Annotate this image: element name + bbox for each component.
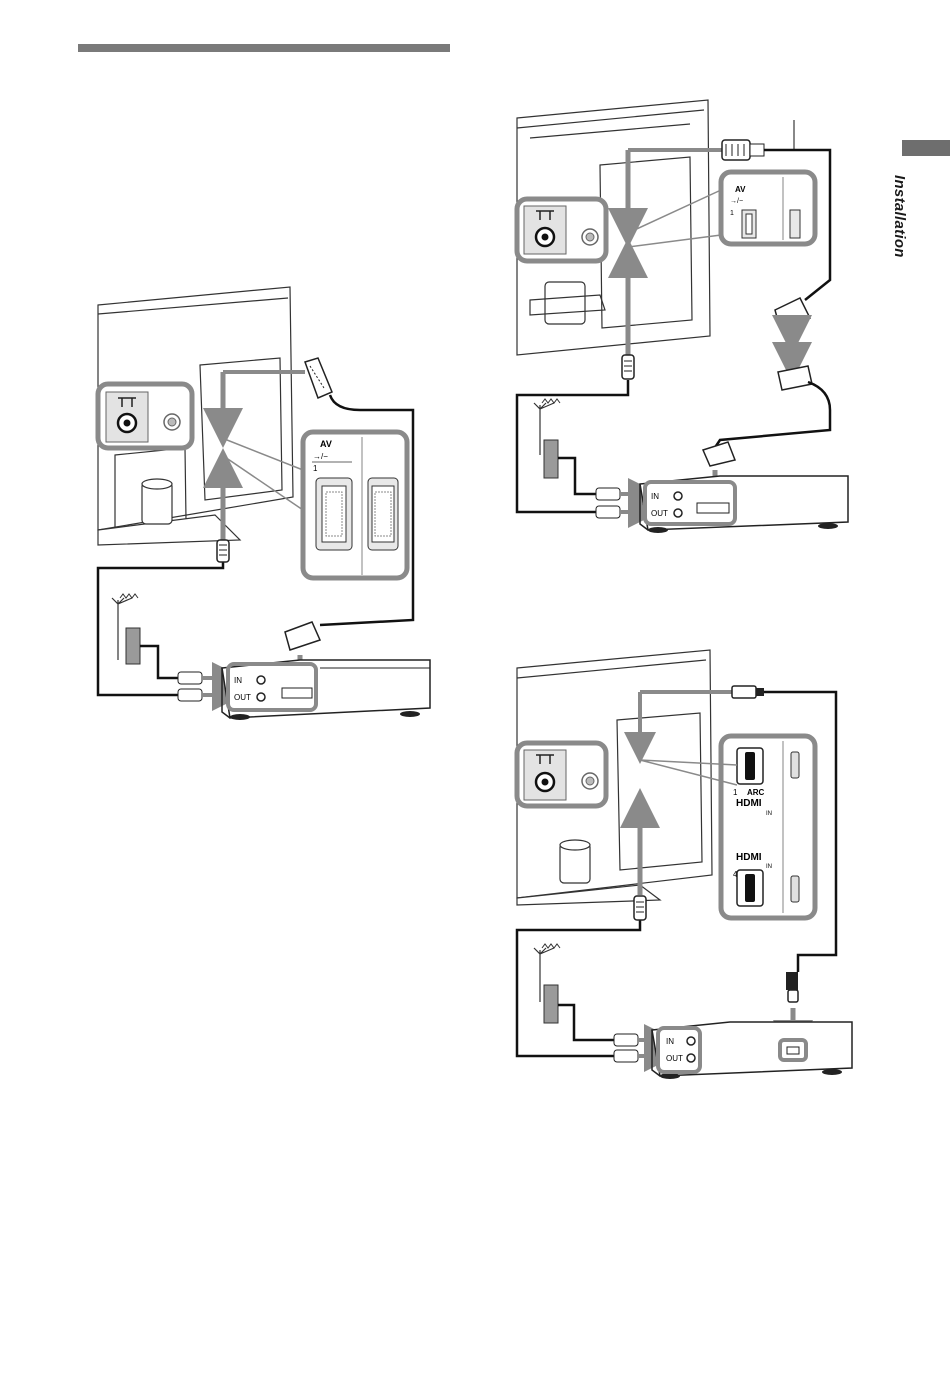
hdmi-plug-top (732, 686, 764, 698)
coax-plug (634, 896, 646, 920)
scart-port-callout: AV →/− 1 (303, 432, 407, 578)
recorder-device: IN OUT (652, 1022, 852, 1079)
coax-plug-in (178, 672, 202, 684)
aerial-icon (534, 399, 560, 478)
hdmi-in-label-1: IN (766, 811, 772, 817)
scart-plug-bottom (703, 442, 735, 466)
port-number-1: 1 (730, 210, 734, 217)
av-label: AV (735, 185, 746, 194)
aerial-socket-callout (98, 384, 192, 448)
coax-plug-out (596, 506, 620, 518)
coax-plug (217, 540, 229, 562)
scart-adaptor-bottom (778, 366, 812, 390)
diagram-hdmi: ARC 1 HDMI IN HDMI IN 4 (517, 650, 852, 1079)
recorder-out-label: OUT (666, 1054, 683, 1063)
port-number-1: 1 (313, 464, 318, 473)
av-symbol-label: →/− (730, 198, 743, 205)
coax-plug-out (614, 1050, 638, 1062)
coax-plug-in (596, 488, 620, 500)
diagram-smartlink: AV →/− 1 (517, 100, 848, 533)
recorder-out-label: OUT (651, 509, 668, 518)
coax-plug-out (178, 689, 202, 701)
hdmi-logo-1: HDMI (736, 798, 762, 809)
hdmi-plug-bottom (786, 972, 798, 1002)
coax-plug-in (614, 1034, 638, 1046)
scart-port-callout: AV →/− 1 (721, 172, 815, 244)
arc-label: ARC (747, 788, 765, 797)
aerial-socket-callout (517, 199, 606, 261)
port-number-1: 1 (733, 788, 738, 797)
recorder-in-label: IN (234, 676, 242, 685)
recorder-in-label: IN (651, 492, 659, 501)
av-label: AV (320, 439, 332, 449)
av-symbol-label: →/− (313, 452, 328, 461)
aerial-icon (112, 594, 140, 664)
recorder-out-label: OUT (234, 693, 251, 702)
recorder-device: IN OUT (222, 660, 430, 720)
recorder-device: IN OUT (640, 476, 848, 533)
aerial-socket-callout (517, 743, 606, 806)
hdmi-port-callout: ARC 1 HDMI IN HDMI IN 4 (721, 736, 815, 918)
hdmi-in-label-4: IN (766, 864, 772, 870)
smartlink-plug-top (722, 140, 764, 160)
hdmi-logo-4: HDMI (736, 852, 762, 863)
scart-plug-bottom (285, 622, 320, 650)
coax-plug (622, 355, 634, 379)
aerial-icon (534, 944, 560, 1023)
scart-plug-top (305, 358, 332, 398)
recorder-in-label: IN (666, 1037, 674, 1046)
scart-adaptor-top (775, 298, 810, 328)
diagram-scart: AV →/− 1 (98, 287, 430, 720)
